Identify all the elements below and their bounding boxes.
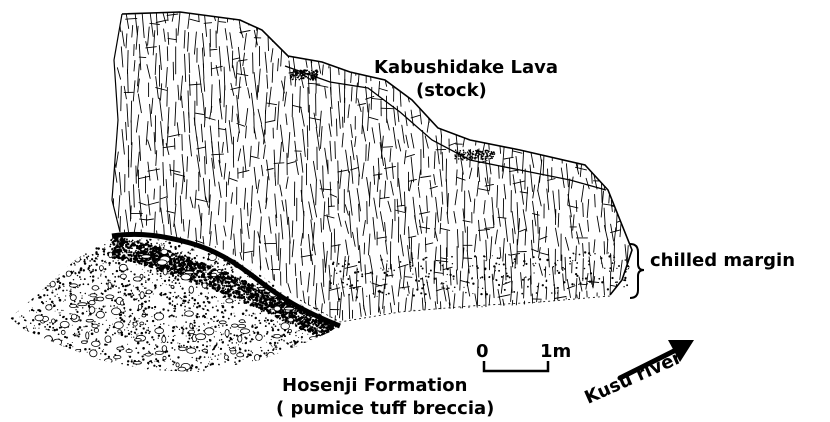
chilled-margin-label: chilled margin bbox=[650, 250, 795, 271]
lava-note-label: (stock) bbox=[416, 80, 487, 101]
lava-name-label: Kabushidake Lava bbox=[374, 57, 558, 78]
scale-start-label: 0 bbox=[476, 341, 489, 362]
scale-end-label: 1m bbox=[540, 341, 571, 362]
river-label: Kusu river bbox=[581, 347, 685, 409]
scale-bar: 0 1m bbox=[476, 341, 571, 371]
hosenji-formation-body bbox=[8, 231, 341, 373]
hosenji-note-label: ( pumice tuff breccia) bbox=[276, 398, 494, 419]
hosenji-name-label: Hosenji Formation bbox=[282, 375, 467, 396]
